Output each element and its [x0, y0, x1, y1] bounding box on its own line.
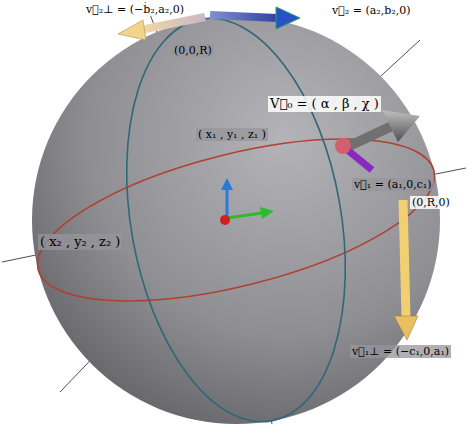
coordinate-label: ( x₁ , y₁ , z₁ ) [196, 128, 268, 141]
coordinate-label: v⃗₁⊥ = (−c₁,0,a₁) [350, 345, 451, 358]
coordinate-label: ( x₂ , y₂ , z₂ ) [38, 234, 122, 250]
coordinate-label: v⃗₂⊥ = (−b₂,a₂,0) [84, 3, 186, 16]
coordinate-label: V⃗₀ = ( α , β , χ ) [268, 96, 381, 112]
coordinate-label: (0,R,0) [410, 196, 452, 209]
coordinate-label: (0,0,R) [172, 44, 214, 57]
coordinate-label: v⃗₁ = (a₁,0,c₁) [352, 178, 434, 191]
coordinate-label: v⃗₂ = (a₂,b₂,0) [330, 4, 412, 17]
